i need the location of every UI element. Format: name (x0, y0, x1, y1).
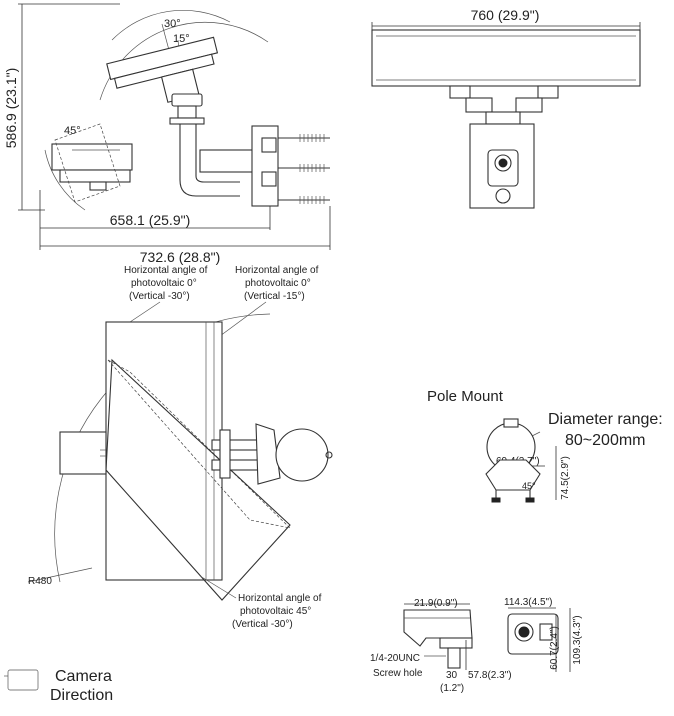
note-right: Horizontal angle of photovoltaic 0° (Ver… (235, 265, 321, 302)
rear-width-dimension-label: 760 (29.9") (471, 7, 540, 23)
note-right-line2: photovoltaic 0° (245, 278, 311, 289)
camera-height-inner-dim: 60.7(2.4") (549, 626, 560, 670)
camera-dim-30: 30 (446, 670, 458, 681)
note-right-line1: Horizontal angle of (235, 265, 319, 276)
camera-top-dim: 21.9(0.9") (414, 598, 458, 609)
legend: Camera Direction (4, 668, 113, 704)
diameter-range-line2: 80~200mm (565, 432, 646, 449)
camera-width-dim: 114.3(4.5") (504, 597, 552, 608)
screw-line1: 1/4-20UNC (370, 653, 420, 664)
note-bottom-line1: Horizontal angle of (238, 593, 322, 604)
camera-height-outer-dim: 109.3(4.3") (572, 615, 583, 664)
rear-view: 760 (29.9") (371, 7, 641, 209)
pole-angle-label: 45° (522, 481, 536, 491)
camera-direction-icon (7, 669, 39, 691)
radius-label: R480 (28, 576, 52, 587)
camera-detail: 21.9(0.9") 1/4-20UNC Screw hole 30 (1.2"… (370, 597, 583, 694)
camera-dim-57: 57.8(2.3") (468, 670, 512, 681)
note-right-line3: (Vertical -15°) (244, 291, 305, 302)
width-outer-dimension-label: 732.6 (28.8") (140, 249, 220, 265)
angle-30-label: 30° (164, 18, 181, 30)
note-bottom-line2: photovoltaic 45° (240, 606, 311, 617)
angle-15-label: 15° (173, 33, 190, 45)
pole-height-dim: 74.5(2.9") (560, 456, 571, 500)
angle-45-label: 45° (64, 125, 81, 137)
note-left-line1: Horizontal angle of (124, 265, 208, 276)
diameter-range-line1: Diameter range: (548, 411, 663, 428)
top-view: Horizontal angle of photovoltaic 0° (Ver… (27, 265, 333, 630)
legend-direction-label: Direction (50, 687, 113, 704)
camera-dim-30-in: (1.2") (440, 683, 464, 694)
note-bottom: Horizontal angle of photovoltaic 45° (Ve… (232, 593, 324, 630)
width-inner-dimension-label: 658.1 (25.9") (110, 212, 190, 228)
note-left-line2: photovoltaic 0° (131, 278, 197, 289)
screw-line2: Screw hole (373, 668, 423, 679)
note-bottom-line3: (Vertical -30°) (232, 619, 293, 630)
pole-mount-title: Pole Mount (427, 388, 504, 405)
height-dimension-label: 586.9 (23.1") (3, 68, 19, 148)
note-left: Horizontal angle of photovoltaic 0° (Ver… (124, 265, 210, 302)
note-left-line3: (Vertical -30°) (129, 291, 190, 302)
side-view: 586.9 (23.1") 30° 15° (3, 3, 331, 265)
legend-camera-label: Camera (55, 668, 112, 685)
pole-mount: Pole Mount Diameter range: 80~200mm 69.4… (427, 388, 663, 503)
